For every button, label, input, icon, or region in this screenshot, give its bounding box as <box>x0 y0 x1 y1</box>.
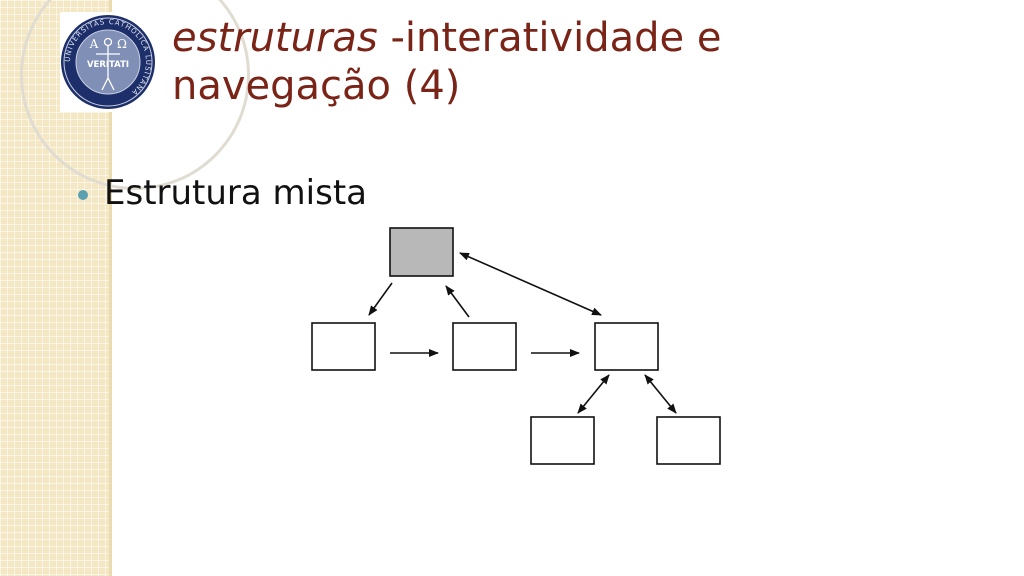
logo-center-text: VERITATI <box>87 60 129 70</box>
edge-child-3-to-grandchild-1 <box>577 374 610 414</box>
bullet-text: Estrutura mista <box>104 173 368 213</box>
node-child-2 <box>452 322 517 371</box>
node-child-1 <box>311 322 376 371</box>
title-line2: navegação (4) <box>172 63 461 109</box>
logo-alpha: Α <box>89 37 99 51</box>
edge-root-to-child-1 <box>368 282 393 316</box>
node-root <box>389 227 454 277</box>
university-logo: UNIVERSITAS CATHOLICA LUSITANA Α Ω VERIT… <box>60 12 156 112</box>
node-child-3 <box>594 322 659 371</box>
edge-child-3-to-grandchild-2 <box>644 374 677 414</box>
edge-child-2-to-root <box>445 285 470 318</box>
logo-omega: Ω <box>117 37 127 51</box>
edge-root-to-child-3 <box>459 252 602 316</box>
title-rest-line1: -interatividade e <box>377 15 722 61</box>
node-grandchild-2 <box>656 416 721 465</box>
title-italic-word: estruturas <box>172 15 378 61</box>
logo-figure-icon <box>96 37 120 91</box>
node-grandchild-1 <box>530 416 595 465</box>
bullet-dot <box>78 190 88 200</box>
logo-seal-icon: UNIVERSITAS CATHOLICA LUSITANA Α Ω VERIT… <box>61 15 155 109</box>
